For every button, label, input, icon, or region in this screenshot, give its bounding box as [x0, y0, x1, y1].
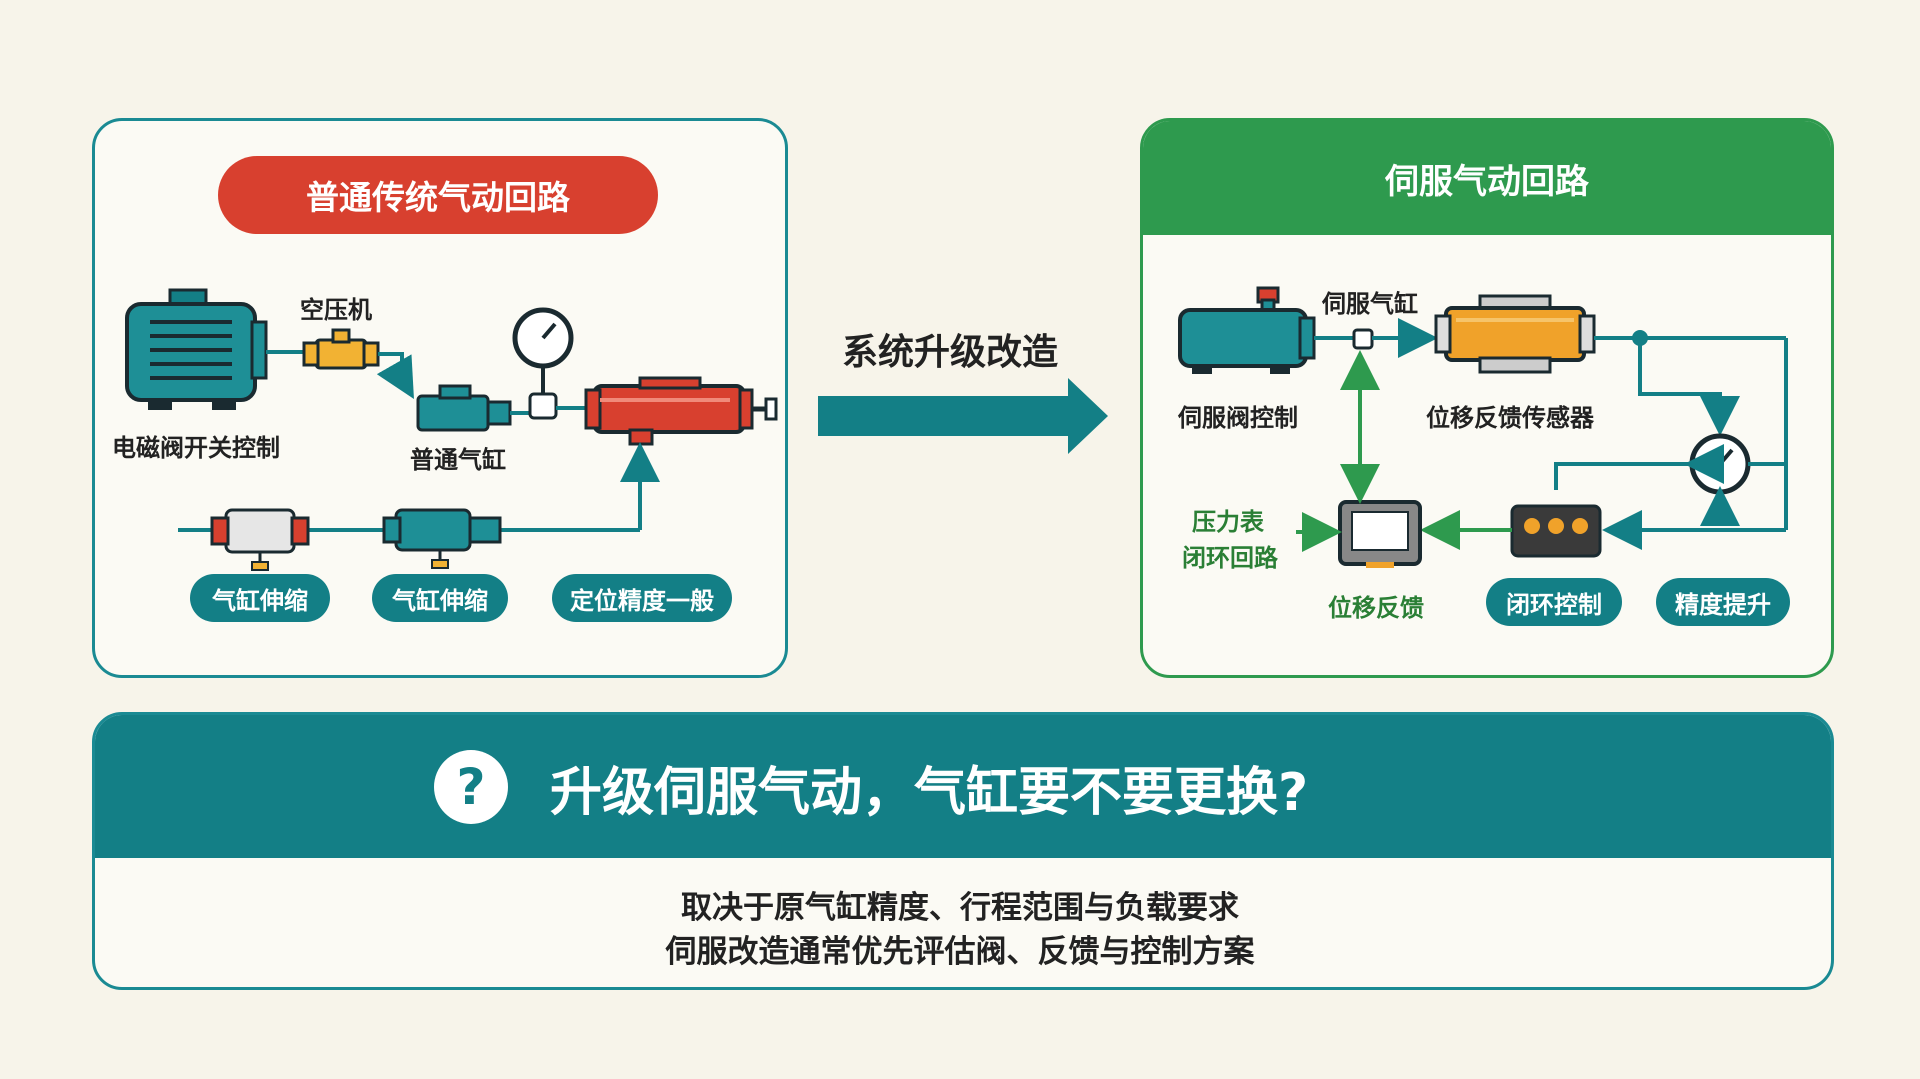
displacement-monitor-icon — [1338, 500, 1422, 568]
sensor-label: 位移反馈传感器 — [1426, 404, 1594, 432]
precision-gauge-icon — [1689, 433, 1751, 495]
normal-cylinder-icon — [416, 384, 512, 432]
displacement-sensor-icon — [1434, 294, 1596, 374]
displacement-feedback-label: 位移反馈 — [1328, 594, 1424, 622]
servo-cylinder-node-icon — [1352, 328, 1374, 350]
servo-valve-icon — [1178, 286, 1316, 374]
right-pill-precision: 精度提升 — [1656, 578, 1790, 626]
compressor-label: 空压机 — [300, 296, 372, 324]
traditional-circuit-title: 普通传统气动回路 — [218, 156, 658, 234]
answer-line-2: 伺服改造通常优先评估阀、反馈与控制方案 — [665, 934, 1255, 970]
normal-cylinder-label: 普通气缸 — [410, 446, 506, 474]
pressure-gauge-icon — [512, 307, 574, 420]
solenoid-motor-icon — [125, 288, 268, 410]
servo-circuit-panel: 伺服气动回路 — [1140, 118, 1834, 678]
servo-cylinder-label: 伺服气缸 — [1322, 290, 1418, 318]
extend-cylinder-icon-2 — [382, 508, 502, 569]
upgrade-arrow-icon — [818, 378, 1108, 454]
conclusion-box — [92, 712, 1834, 990]
question-circle-icon: ? — [434, 750, 508, 824]
servo-circuit-title: 伺服气动回路 — [1143, 121, 1831, 235]
closed-loop-controller-icon — [1510, 504, 1602, 558]
extend-cylinder-icon-1 — [210, 508, 310, 571]
compressor-valve-icon — [266, 328, 380, 370]
solenoid-label: 电磁阀开关控制 — [112, 434, 280, 462]
left-pill-accuracy: 定位精度一般 — [552, 574, 732, 622]
pressure-gauge-label: 压力表 — [1192, 508, 1264, 536]
right-pill-closed-loop: 闭环控制 — [1486, 578, 1622, 626]
closed-loop-label: 闭环回路 — [1182, 544, 1278, 572]
servo-valve-label: 伺服阀控制 — [1178, 404, 1298, 432]
left-pill-extend-1: 气缸伸缩 — [190, 574, 330, 622]
red-cylinder-icon — [584, 376, 778, 446]
upgrade-label: 系统升级改造 — [841, 332, 1058, 373]
question-banner — [95, 715, 1831, 858]
answer-line-1: 取决于原气缸精度、行程范围与负载要求 — [681, 890, 1239, 926]
left-pill-extend-2: 气缸伸缩 — [372, 574, 508, 622]
question-text: 升级伺服气动，气缸要不要更换? — [550, 763, 1309, 823]
